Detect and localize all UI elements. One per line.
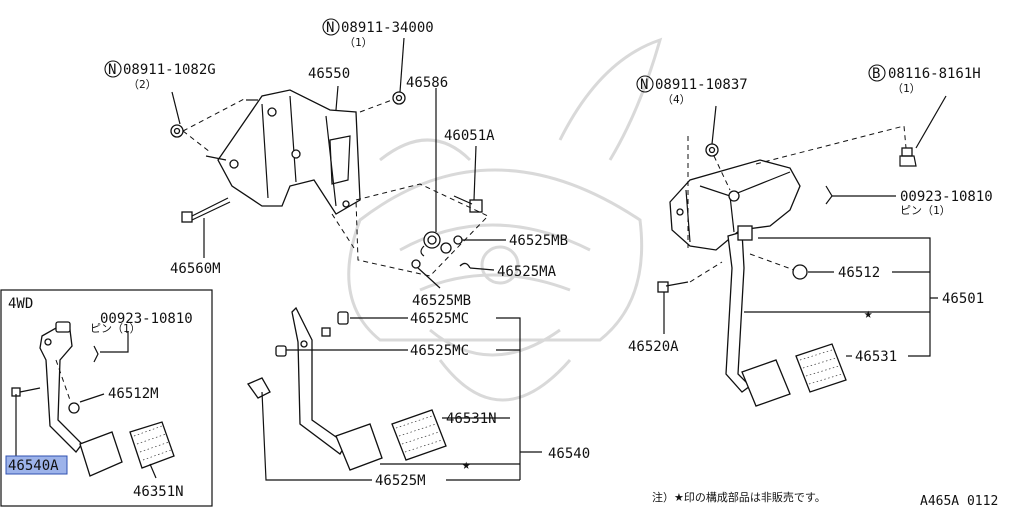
- inset-4wd: 4WD 00923-10810 ピン（1） 46512M 46540A: [0, 289, 213, 507]
- clutch-nut-left-number: 08911-1082G: [123, 62, 216, 78]
- brake-bolt-46520a[interactable]: [657, 281, 689, 293]
- clutch-bush-m-number: 46525M: [375, 473, 426, 489]
- brake-assembly: ★ N 08911-10837 （4） B 08116-8161H （1） 00…: [628, 64, 993, 407]
- brake-assy-number: 46501: [942, 291, 984, 307]
- watermark-emblem: [347, 37, 663, 402]
- brake-pedal-bracket[interactable]: [669, 159, 801, 251]
- clutch-bush-mc-number: 46525MC: [410, 311, 469, 327]
- clutch-bush-mb-2[interactable]: [453, 235, 463, 245]
- clutch-assy-number: 46540: [548, 446, 590, 462]
- inset-pedal-highlight[interactable]: [5, 455, 68, 475]
- inset-pin-subtitle: ピン（1）: [90, 322, 141, 335]
- brake-pedal-pad[interactable]: [741, 359, 791, 407]
- inset-pedal-number[interactable]: 46540A: [8, 458, 59, 474]
- nonsale-note: 注）★印の構成部品は非販売です。: [652, 490, 826, 504]
- clutch-bush-mc-1[interactable]: [337, 311, 349, 325]
- brake-pin-number: 00923-10810: [900, 189, 993, 205]
- inset-pin[interactable]: [93, 345, 99, 363]
- clutch-spring-number: 46586: [406, 75, 448, 91]
- clutch-nut-top-mark-circle: [322, 18, 340, 36]
- clutch-pedal-bracket[interactable]: [217, 89, 361, 215]
- clutch-bush-mb-3[interactable]: [411, 259, 421, 269]
- clutch-bracket-hole-2: [291, 149, 301, 159]
- inset-frame: [0, 289, 213, 507]
- inset-title: 4WD: [8, 296, 33, 312]
- clutch-bracket-hole-1: [267, 107, 277, 117]
- clutch-assembly: ★ N 08911-1082G （2） N 08911-34000 （1） 46…: [104, 18, 590, 489]
- clutch-pedal-pad[interactable]: [335, 423, 383, 471]
- clutch-bolt-46560m[interactable]: [181, 197, 231, 223]
- inset-pedal-pivot: [55, 321, 71, 333]
- clutch-nut-left-qty: （2）: [128, 78, 157, 91]
- clutch-clip-ma[interactable]: [459, 262, 471, 269]
- clutch-bush-mb-1[interactable]: [440, 242, 452, 254]
- clutch-nonsale-star: ★: [462, 457, 471, 473]
- brake-bolt-mark: B: [872, 66, 880, 82]
- inset-pedal-arm[interactable]: [39, 327, 83, 453]
- brake-stopper[interactable]: [792, 264, 808, 280]
- inset-stopper-number: 46512M: [108, 386, 159, 402]
- brake-spare-pad-46531[interactable]: [795, 343, 847, 393]
- inset-pivot-hole: [44, 338, 52, 346]
- clutch-bush-m[interactable]: [247, 377, 271, 399]
- brake-pedal-pivot: [737, 225, 753, 241]
- brake-nut-number: 08911-10837: [655, 77, 748, 93]
- inset-pin-number: 00923-10810: [100, 311, 193, 327]
- brake-nonsale-star: ★: [864, 306, 873, 322]
- brake-bracket-hole: [728, 190, 740, 202]
- brake-nut-qty: （4）: [662, 93, 691, 106]
- clutch-bolt-m-number: 46560M: [170, 261, 221, 277]
- brake-bolt-08116[interactable]: [899, 147, 917, 167]
- diagram-code: A465A 0112: [920, 494, 998, 509]
- brake-pin[interactable]: [825, 185, 833, 205]
- brake-stopper-number: 46512: [838, 265, 880, 281]
- inset-pedal-pad[interactable]: [79, 431, 123, 477]
- clutch-bolt-46051a[interactable]: [453, 195, 483, 213]
- clutch-spare-pad-46531n[interactable]: [391, 409, 447, 461]
- clutch-bush-mb-number: 46525MB: [509, 233, 568, 249]
- clutch-bracket-hole-3: [229, 159, 239, 169]
- clutch-pedal-pivot: [300, 340, 308, 348]
- clutch-bush-mc-2[interactable]: [275, 345, 287, 357]
- clutch-bush-mc-2-top[interactable]: [321, 327, 331, 337]
- inset-pad-number: 46351N: [133, 484, 184, 500]
- clutch-nut-left-mark-circle: [104, 60, 122, 78]
- brake-pin-subtitle: ピン（1）: [900, 204, 951, 217]
- brake-nut[interactable]: [705, 143, 719, 157]
- brake-nut-mark-circle: [636, 75, 654, 93]
- clutch-bolt-a-number: 46051A: [444, 128, 495, 144]
- clutch-nut-left-mark: N: [108, 62, 116, 78]
- brake-pad-number: 46531: [855, 349, 897, 365]
- clutch-nut-top[interactable]: [392, 91, 406, 105]
- brake-bolt-mark-circle: [868, 64, 886, 82]
- brake-bolt-number: 08116-8161H: [888, 66, 981, 82]
- clutch-stud: [205, 155, 227, 161]
- clutch-clip-ma-number: 46525MA: [497, 264, 557, 280]
- clutch-pad-n-number: 46531N: [446, 411, 497, 427]
- clutch-bracket-slot: [329, 135, 351, 185]
- clutch-nut-top-number: 08911-34000: [341, 20, 434, 36]
- clutch-return-spring[interactable]: [420, 231, 441, 257]
- clutch-bush-mc-2-number: 46525MC: [410, 343, 469, 359]
- clutch-bracket-hole-4: [342, 200, 350, 208]
- clutch-nut-top-mark: N: [326, 20, 334, 36]
- brake-bolt-20a-number: 46520A: [628, 339, 679, 355]
- clutch-bracket-number: 46550: [308, 66, 350, 82]
- clutch-pedal-arm[interactable]: [291, 306, 347, 455]
- inset-spare-pad[interactable]: [129, 421, 175, 469]
- brake-bolt-qty: （1）: [892, 82, 921, 95]
- clutch-bush-mb-2-number: 46525MB: [412, 293, 471, 309]
- brake-nut-mark: N: [640, 77, 648, 93]
- clutch-nut-left[interactable]: [170, 124, 184, 138]
- clutch-nut-top-qty: （1）: [344, 36, 373, 49]
- inset-stopper[interactable]: [68, 402, 80, 414]
- brake-bracket-hole-2: [676, 208, 684, 216]
